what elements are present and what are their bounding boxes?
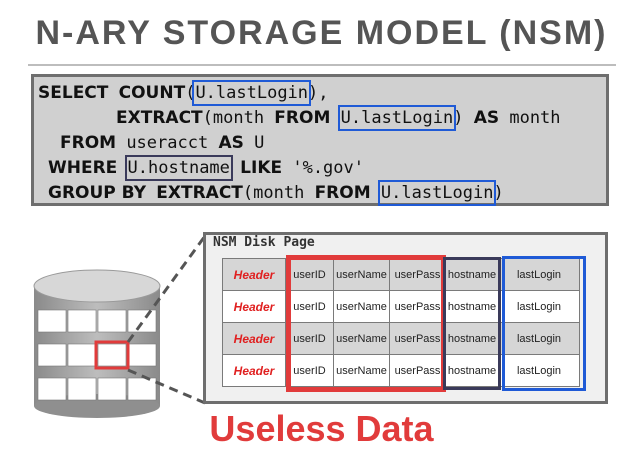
cell-userid: userID [285,290,334,323]
sql-text: U [243,133,265,153]
cell-username: userName [333,322,390,355]
header-cell: Header [222,258,286,291]
cell-hostname: hostname [445,258,499,291]
hostname-column-highlight [443,257,501,390]
sql-text: (month [202,108,275,128]
sql-query-box: SELECT COUNT(U.lastLogin), EXTRACT(month… [31,74,609,206]
sql-function: EXTRACT [156,183,243,203]
sql-text: ), [308,83,329,103]
sql-keyword: AS [473,108,500,128]
sql-text: (month [242,183,315,203]
title-divider [28,64,616,66]
sql-keyword: GROUP BY [48,183,147,203]
sql-text: '%.gov' [282,158,364,178]
slide-title: N-ARY STORAGE MODEL (NSM) [35,14,608,52]
page-label: NSM Disk Page [213,235,315,250]
cell-lastlogin: lastLogin [498,258,580,291]
sql-keyword: SELECT [38,83,109,103]
cell-lastlogin: lastLogin [498,322,580,355]
table-row: Header userID userName userPass hostname… [222,258,580,291]
sql-keyword: FROM [60,133,117,153]
cell-hostname: hostname [445,354,499,387]
cell-userid: userID [285,258,334,291]
sql-keyword: LIKE [240,158,283,178]
cell-userid: userID [285,322,334,355]
sql-text: useracct [116,133,219,153]
sql-line-3: FROM useracct AS U [60,131,264,155]
sql-keyword: FROM [314,183,371,203]
cell-lastlogin: lastLogin [498,354,580,387]
sql-text: ) [453,108,474,128]
cell-username: userName [333,290,390,323]
sql-text: month [499,108,561,128]
header-cell: Header [222,290,286,323]
table-row: Header userID userName userPass hostname… [222,354,580,387]
cell-userpass: userPass [389,354,446,387]
lastlogin-column-highlight [502,256,586,391]
sql-keyword: WHERE [48,158,118,178]
cell-lastlogin: lastLogin [498,290,580,323]
sql-column-lastlogin: U.lastLogin [192,80,312,106]
cell-userpass: userPass [389,322,446,355]
table-row: Header userID userName userPass hostname… [222,290,580,323]
sql-column-lastlogin: U.lastLogin [377,180,497,206]
database-icon [33,269,161,418]
sql-column-hostname: U.hostname [124,155,233,181]
cell-username: userName [333,354,390,387]
cell-userpass: userPass [389,258,446,291]
sql-function: COUNT [118,83,186,103]
sql-line-4: WHERE U.hostname LIKE '%.gov' [48,155,364,181]
header-cell: Header [222,322,286,355]
sql-keyword: AS [218,133,244,153]
header-cell: Header [222,354,286,387]
cell-hostname: hostname [445,290,499,323]
nsm-tuple-table: Header userID userName userPass hostname… [222,258,580,387]
cell-hostname: hostname [445,322,499,355]
table-row: Header userID userName userPass hostname… [222,322,580,355]
sql-text: ( [185,83,196,103]
sql-line-2: EXTRACT(month FROM U.lastLogin) AS month [116,105,561,131]
sql-line-5: GROUP BY EXTRACT(month FROM U.lastLogin) [48,180,504,206]
sql-column-lastlogin: U.lastLogin [337,105,457,131]
sql-line-1: SELECT COUNT(U.lastLogin), [38,80,329,106]
sql-text: ) [493,183,504,203]
sql-keyword: FROM [274,108,331,128]
useless-data-caption: Useless Data [209,408,434,449]
cell-userpass: userPass [389,290,446,323]
useless-columns-highlight [286,255,446,392]
sql-function: EXTRACT [116,108,203,128]
